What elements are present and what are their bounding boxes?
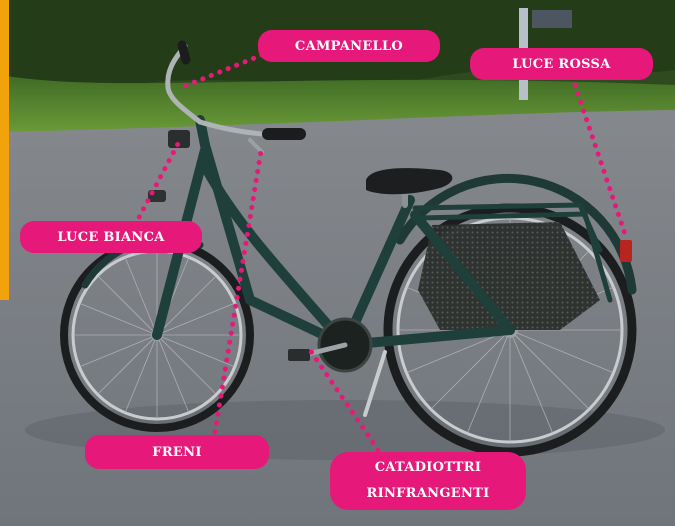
saddle [366,168,453,195]
label-campanello: CAMPANELLO [258,30,440,62]
front-lamp [168,130,190,148]
rear-red-light [620,240,632,262]
label-catadiottri-line2: RINFRANGENTI [366,486,490,501]
leader-lines [132,52,630,453]
label-luce-bianca: LUCE BIANCA [20,221,202,253]
accent-bar [0,0,9,300]
label-luce-rossa: LUCE ROSSA [470,48,653,80]
label-freni: FRENI [85,435,269,469]
skirt-guard [418,222,600,330]
label-catadiottri-line1: CATADIOTTRI [374,460,482,475]
label-catadiottri-rinfrangenti: CATADIOTTRI RINFRANGENTI [330,452,526,510]
